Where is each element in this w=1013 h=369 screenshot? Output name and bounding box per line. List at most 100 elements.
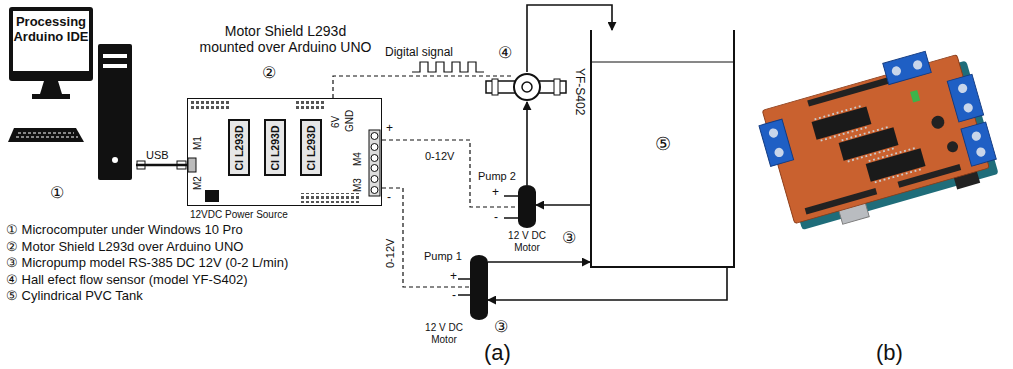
text-holder: ③ (562, 229, 576, 247)
text-holder: ⑤ Cylindrical PVC Tank (6, 289, 143, 304)
shield-photo (752, 41, 1002, 239)
water-surface (592, 62, 733, 63)
computer-drawing (103, 54, 127, 58)
water-pipe (488, 261, 590, 263)
computer-drawing (13, 11, 89, 71)
flow-sensor: YF-S402 (512, 72, 542, 102)
board-details (371, 133, 378, 140)
shield-photo (957, 83, 968, 94)
pump-leads (458, 196, 518, 295)
callout-number: ⑤ (592, 134, 733, 155)
text-holder: 0-12V (384, 239, 397, 268)
computer-drawing (98, 44, 132, 180)
board-details (371, 176, 378, 183)
sensor-rotor (522, 82, 532, 92)
shield-photo (891, 65, 902, 76)
pump-name: Pump 1 (424, 250, 462, 263)
board-details (205, 190, 219, 202)
screen-text: Processing Arduino IDE (13, 15, 89, 45)
panel-label: (b) (876, 340, 903, 365)
text-holder: CI L293D (269, 125, 281, 170)
computer-drawing (9, 7, 93, 81)
legend-entry: ⑤ Cylindrical PVC Tank (6, 289, 143, 304)
computer-drawing (8, 128, 84, 142)
computer-drawing (32, 94, 70, 99)
usb-cable (136, 164, 187, 167)
board-details (371, 165, 378, 172)
computer-drawing (16, 133, 78, 137)
micropump: Pump 112 V DC Motor (470, 255, 488, 320)
motor-port: M4 (352, 152, 364, 166)
sensor-fittings (492, 79, 498, 95)
text-holder: Digital signal (385, 46, 453, 60)
text-holder: ① (50, 184, 64, 202)
board-details (300, 193, 360, 203)
panel-label: (a) (484, 340, 511, 365)
water-surface (592, 62, 733, 63)
callout-number: ④ (498, 44, 512, 62)
motor-port: M3 (352, 178, 364, 192)
chip-label: CI L293D (233, 125, 245, 170)
text-holder: CI L293D (305, 125, 317, 170)
motor-spec: 12 V DC Motor (418, 322, 470, 345)
computer: Processing Arduino IDE (8, 6, 136, 184)
text-holder: ③ Micropump model RS-385 DC 12V (0-2 L/m… (6, 256, 288, 271)
computer-drawing (103, 64, 127, 68)
shield-photo (963, 102, 974, 113)
motor-port: M1 (192, 136, 204, 150)
text-holder: 6V (330, 116, 342, 128)
shield-photo (805, 188, 878, 214)
text-holder: 0-12V (425, 150, 454, 163)
board-details (188, 158, 196, 172)
sensor-outline (512, 72, 542, 102)
text-holder: Pump 2 (478, 170, 516, 183)
shield-photo (762, 55, 989, 224)
sensor-body (514, 74, 540, 100)
text-holder: - (494, 211, 498, 225)
micropump: Pump 212 V DC Motor (518, 185, 536, 228)
text-holder: M4 (352, 152, 364, 166)
water-pipe (527, 5, 612, 72)
shield-photo (807, 75, 897, 107)
chip-label: CI L293D (305, 125, 317, 170)
voltage-range: 0-12V (384, 239, 397, 268)
callout-number: ③ (494, 318, 508, 336)
board-details (371, 155, 378, 162)
text-holder: + (492, 186, 499, 200)
shield-photo (946, 140, 960, 154)
legend-entry: ② Motor Shield L293d over Arduino UNO (6, 240, 243, 255)
computer-drawing (112, 157, 118, 163)
shield-photo (947, 74, 983, 122)
shield-photo (883, 51, 932, 84)
polarity-sign: + (492, 186, 499, 200)
sensor-model: YF-S402 (572, 68, 586, 115)
driver-chip: CI L293D (300, 119, 322, 176)
text-holder: - (387, 191, 391, 205)
text-holder: ⑤ (592, 134, 733, 155)
board-details (371, 144, 378, 151)
text-holder: GND (344, 110, 356, 132)
shield-photo (930, 114, 946, 130)
text-holder: 12 V DC Motor (498, 230, 556, 253)
shield-photo (910, 90, 920, 103)
usb-plug (137, 161, 186, 169)
text-holder: (a) (484, 340, 511, 365)
shield-photo (768, 127, 779, 138)
sensor-fittings (554, 79, 560, 95)
text-holder: ① Microcomputer under Windows 10 Pro (6, 223, 243, 238)
text-holder: - (452, 289, 456, 303)
text-holder: (b) (876, 340, 903, 365)
text-holder: Pump 1 (424, 250, 462, 263)
signal-name: Digital signal (385, 46, 453, 60)
text-holder: Processing Arduino IDE (13, 15, 89, 45)
polarity-sign: + (386, 122, 393, 136)
driver-chip: CI L293D (228, 119, 250, 176)
callout-number: ② (262, 64, 276, 82)
board-details (188, 101, 380, 203)
text-holder: YF-S402 (572, 68, 586, 115)
callout-number: ③ (562, 229, 576, 247)
water-tank: ⑤ (590, 30, 735, 268)
port-name: USB (146, 149, 169, 162)
text-holder: USB (146, 149, 169, 162)
computer-drawing (8, 7, 132, 180)
